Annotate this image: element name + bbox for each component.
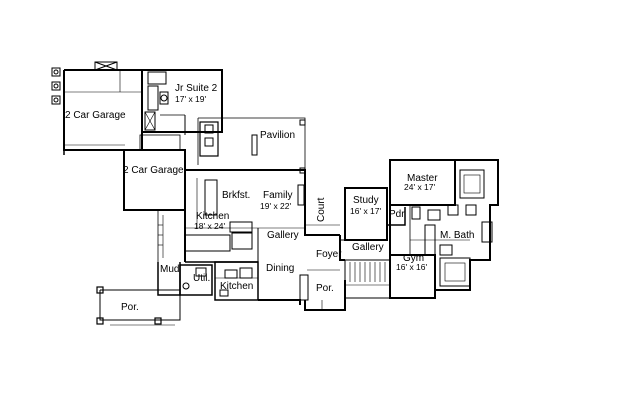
master-walls [386,159,456,255]
gallery-right-walls [344,259,391,299]
room-pdr-name: Pdr [389,209,405,220]
room-gallery-left-name: Gallery [267,230,299,241]
room-jr-suite-name: Jr Suite 2 [175,83,218,94]
room-garage-right-name: 2 Car Garage [123,165,184,176]
room-gym-dims: 16' x 16' [396,262,428,272]
room-pavilion-name: Pavilion [260,130,296,141]
room-mud-name: Mud [160,264,180,275]
room-study-dims: 16' x 17' [350,206,382,216]
room-study-name: Study [353,195,379,206]
room-porch-right-name: Por. [316,283,334,294]
room-court-name: Court [316,197,327,222]
porch-left [96,286,181,326]
room-garage-left-name: 2 Car Garage [65,110,126,121]
room-master-name: Master [407,173,438,184]
room-kitchen-dims: 18' x 24' [194,221,226,231]
room-jr-suite-dims: 17' x 19' [175,94,207,104]
room-master-dims: 24' x 17' [404,182,436,192]
pavilion-walls [197,117,306,174]
main-body-walls [184,169,340,300]
master-bath-walls [410,159,499,291]
room-gym-name: Gym [403,253,425,264]
room-m-bath-name: M. Bath [440,230,475,241]
room-dining-name: Dining [266,263,295,274]
room-brkfst-name: Brkfst. [222,190,251,201]
room-kitchen2-name: Kitchen [220,281,254,292]
room-family-name: Family [263,190,293,201]
room-gallery-right-name: Gallery [352,242,384,253]
corridor-walls [305,224,340,310]
service-walls [157,210,259,301]
gym-walls [389,254,436,299]
room-kitchen-name: Kitchen [196,211,230,222]
room-family-dims: 19' x 22' [260,201,292,211]
room-util-name: Util. [193,273,211,284]
room-foyer-name: Foyer [316,249,342,260]
jr-suite-walls [142,69,223,135]
room-porch-left-name: Por. [121,302,139,313]
garage-left-walls [51,61,143,155]
